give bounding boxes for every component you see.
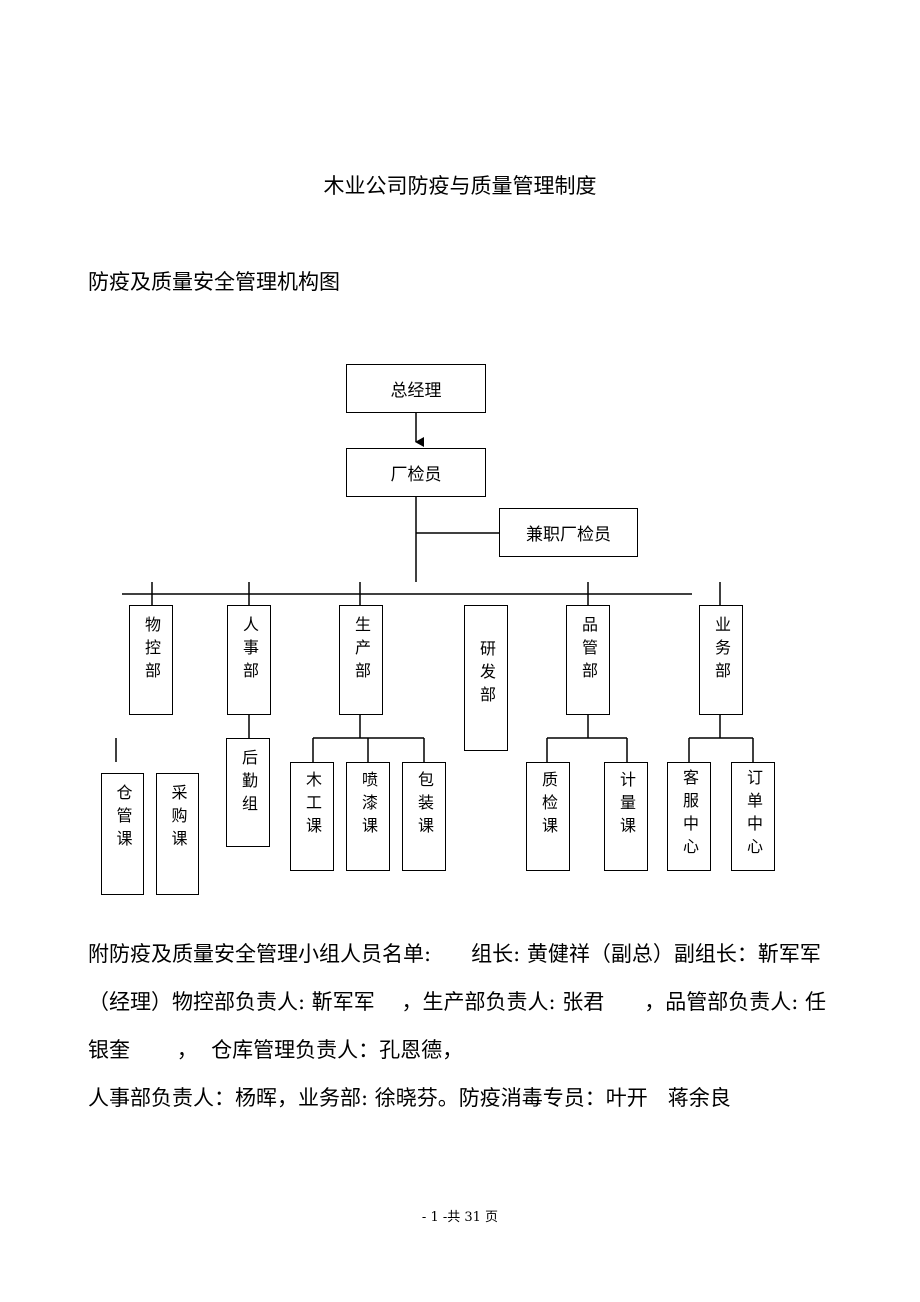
unit-painting: 喷漆课 [346, 762, 390, 871]
dept-production: 生产部 [339, 605, 383, 715]
unit-label: 仓管课 [113, 784, 133, 853]
unit-logistics: 后勤组 [226, 738, 270, 847]
roster-line: 银奎 ， 仓库管理负责人：孔恩德， [88, 1038, 464, 1062]
unit-label: 计量课 [617, 771, 636, 840]
roster-line: （经理）物控部负责人: 靳军军 ，生产部负责人: 张君 ，品管部负责人: 任 [88, 990, 827, 1014]
unit-customer-service: 客服中心 [667, 762, 711, 871]
unit-order-center: 订单中心 [731, 762, 775, 871]
box-label: 总经理 [390, 381, 442, 401]
roster-paragraph: 附防疫及质量安全管理小组人员名单: 组长: 黄健祥（副总）副组长：靳军军 （经理… [88, 930, 848, 1122]
unit-purchasing: 采购课 [156, 773, 199, 895]
box-part-time-inspector: 兼职厂检员 [499, 508, 638, 557]
dept-materials: 物控部 [129, 605, 173, 715]
dept-label: 生产部 [352, 616, 371, 685]
dept-label: 物控部 [142, 616, 161, 685]
unit-label: 订单中心 [744, 769, 763, 861]
unit-inspection: 质检课 [526, 762, 570, 871]
unit-metrology: 计量课 [604, 762, 648, 871]
unit-woodwork: 木工课 [290, 762, 334, 871]
dept-label: 业务部 [712, 616, 731, 685]
unit-label: 喷漆课 [359, 771, 378, 840]
dept-label: 人事部 [240, 616, 259, 685]
box-factory-inspector: 厂检员 [346, 448, 486, 497]
unit-label: 包装课 [415, 771, 434, 840]
unit-label: 客服中心 [680, 769, 699, 861]
roster-line: 人事部负责人：杨晖，业务部: 徐晓芬。防疫消毒专员：叶开 蒋余良 [88, 1086, 731, 1110]
dept-rnd: 研发部 [464, 605, 508, 751]
dept-sales: 业务部 [699, 605, 743, 715]
unit-label: 采购课 [168, 784, 188, 853]
box-label: 兼职厂检员 [526, 525, 611, 545]
section-heading: 防疫及质量安全管理机构图 [88, 270, 340, 294]
page-footer: - 1 -共 31 页 [421, 1210, 499, 1225]
dept-label: 品管部 [579, 616, 598, 685]
box-general-manager: 总经理 [346, 364, 486, 413]
unit-label: 木工课 [303, 771, 322, 840]
unit-packaging: 包装课 [402, 762, 446, 871]
document-title: 木业公司防疫与质量管理制度 [323, 174, 597, 198]
unit-label: 后勤组 [239, 749, 258, 818]
roster-line: 附防疫及质量安全管理小组人员名单: 组长: 黄健祥（副总）副组长：靳军军 [88, 942, 821, 966]
unit-label: 质检课 [539, 771, 558, 840]
dept-label: 研发部 [477, 640, 496, 709]
dept-qc: 品管部 [566, 605, 610, 715]
unit-warehouse: 仓管课 [101, 773, 144, 895]
dept-hr: 人事部 [227, 605, 271, 715]
box-label: 厂检员 [390, 465, 442, 485]
